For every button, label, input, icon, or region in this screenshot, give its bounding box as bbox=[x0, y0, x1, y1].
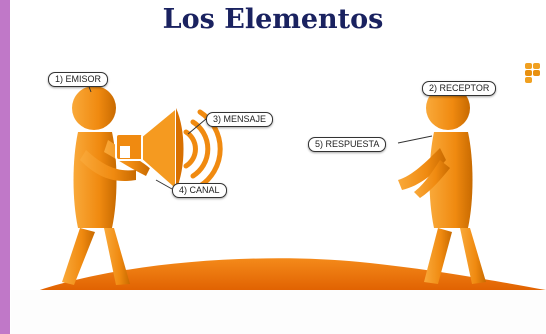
label-respuesta: 5) RESPUESTA bbox=[308, 137, 387, 152]
receiver-figure bbox=[398, 86, 486, 284]
lower-blank-area bbox=[11, 290, 546, 334]
label-mensaje: 3) MENSAJE bbox=[206, 112, 274, 127]
ground bbox=[34, 258, 546, 292]
side-accent-bar bbox=[0, 0, 10, 334]
label-emisor: 1) EMISOR bbox=[48, 72, 109, 87]
megaphone-icon bbox=[115, 105, 184, 193]
label-receptor: 2) RECEPTOR bbox=[422, 81, 497, 96]
sender-figure bbox=[62, 86, 150, 285]
page-title: Los Elementos bbox=[162, 4, 384, 35]
label-canal: 4) CANAL bbox=[172, 183, 227, 198]
decorative-blocks-icon bbox=[525, 63, 540, 83]
